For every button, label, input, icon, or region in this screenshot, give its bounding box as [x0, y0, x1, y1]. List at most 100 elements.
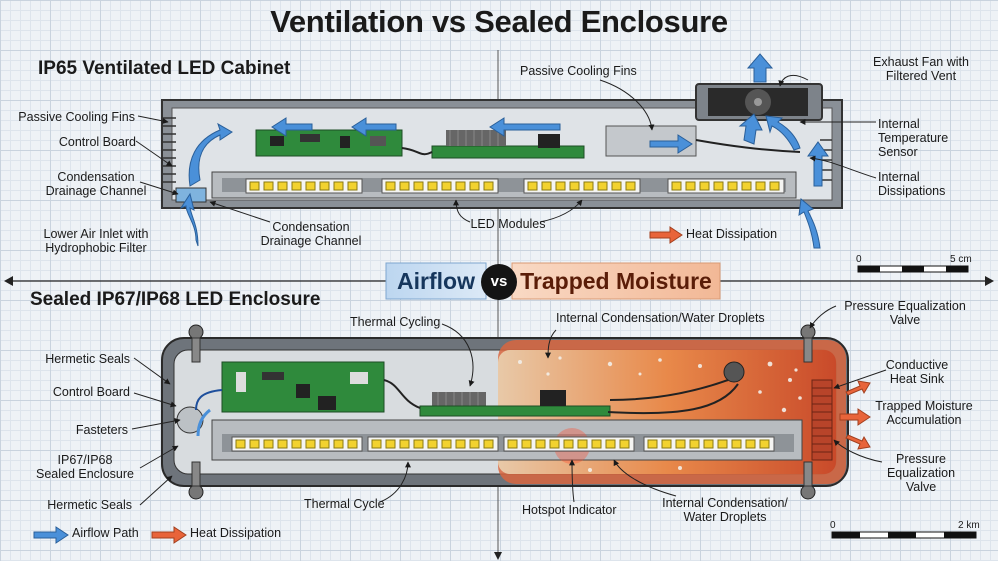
- label-pressure-valve-top: Pressure Equalization Valve: [844, 299, 966, 327]
- label-control-board-top: Control Board: [58, 135, 136, 149]
- led-chip: [611, 181, 622, 191]
- bottom-leader-lines: [131, 305, 887, 506]
- heat-dissipation-legend-arrow: [649, 226, 683, 244]
- label-lower-air-inlet: Lower Air Inlet with Hydrophobic Filter: [43, 227, 149, 255]
- led-chip: [685, 181, 696, 191]
- label-thermal-cycling: Thermal Cycling: [350, 315, 441, 329]
- led-chip: [535, 439, 546, 449]
- led-chip: [759, 439, 770, 449]
- airflow-pill: Airflow: [397, 268, 475, 294]
- led-chip: [591, 439, 602, 449]
- led-chip: [483, 439, 494, 449]
- led-chip: [319, 181, 330, 191]
- led-chip: [371, 439, 382, 449]
- label-conductive-heat-sink: Conductive Heat Sink: [885, 358, 949, 386]
- led-chip: [319, 439, 330, 449]
- led-chip: [647, 439, 658, 449]
- led-module: [245, 178, 363, 194]
- led-chip: [441, 439, 452, 449]
- led-chip: [541, 181, 552, 191]
- led-chip: [699, 181, 710, 191]
- label-passive-fins-left: Passive Cooling Fins: [18, 110, 135, 124]
- bottom-scale-end: 2 km: [958, 520, 980, 531]
- led-chip: [385, 181, 396, 191]
- led-chip: [347, 181, 358, 191]
- led-chip: [249, 181, 260, 191]
- led-chip: [741, 181, 752, 191]
- led-chip: [291, 181, 302, 191]
- led-chip: [305, 181, 316, 191]
- led-chip: [413, 181, 424, 191]
- led-chip: [291, 439, 302, 449]
- label-condensation-top: Internal Condensation/Water Droplets: [556, 311, 765, 325]
- bottom-heat-arrows: [839, 380, 871, 450]
- top-section-heading: IP65 Ventilated LED Cabinet: [38, 58, 291, 79]
- label-temperature-sensor: Internal Temperature Sensor: [878, 117, 949, 159]
- led-chip: [577, 439, 588, 449]
- legend-heat-dissipation: Heat Dissipation: [190, 526, 282, 540]
- led-chip: [427, 439, 438, 449]
- label-condensation-bottom-right: Internal Condensation/ Water Droplets: [662, 496, 788, 524]
- led-chip: [469, 181, 480, 191]
- led-chip: [731, 439, 742, 449]
- led-chip: [305, 439, 316, 449]
- led-chip: [263, 181, 274, 191]
- bottom-scale-start: 0: [830, 520, 836, 531]
- led-chip: [347, 439, 358, 449]
- led-chip: [671, 181, 682, 191]
- led-chip: [277, 181, 288, 191]
- led-chip: [619, 439, 630, 449]
- led-module: [523, 178, 641, 194]
- led-chip: [703, 439, 714, 449]
- top-airflow-arrows: [179, 53, 829, 249]
- led-chip: [427, 181, 438, 191]
- led-chip: [569, 181, 580, 191]
- label-exhaust-fan: Exhaust Fan with Filtered Vent: [873, 55, 969, 83]
- label-sealed-enclosure: IP67/IP68 Sealed Enclosure: [36, 453, 134, 481]
- led-chip: [333, 439, 344, 449]
- sealed-enclosure: [161, 324, 849, 500]
- label-fasteters: Fasteters: [75, 423, 128, 437]
- top-scale-start: 0: [856, 254, 862, 265]
- legend-airflow-path: Airflow Path: [72, 526, 139, 540]
- label-condensation-bottom: Condensation Drainage Channel: [260, 220, 362, 248]
- led-chip: [675, 439, 686, 449]
- led-chip: [713, 181, 724, 191]
- label-control-board-bottom: Control Board: [52, 385, 130, 399]
- led-chip: [563, 439, 574, 449]
- top-scale-bar: [857, 265, 969, 273]
- led-chip: [469, 439, 480, 449]
- label-internal-dissipations: Internal Dissipations: [878, 170, 946, 198]
- bottom-led-modules: [231, 436, 775, 452]
- label-condensation-left: Condensation Drainage Channel: [45, 170, 147, 198]
- label-passive-fins-top: Passive Cooling Fins: [520, 64, 637, 78]
- heat-legend-arrow: [151, 526, 187, 544]
- bottom-section-heading: Sealed IP67/IP68 LED Enclosure: [30, 289, 321, 310]
- led-chip: [625, 181, 636, 191]
- top-leader-lines: [135, 74, 877, 223]
- led-chip: [583, 181, 594, 191]
- led-chip: [745, 439, 756, 449]
- page-title: Ventilation vs Sealed Enclosure: [270, 4, 728, 39]
- top-scale-end: 5 cm: [950, 254, 972, 265]
- label-thermal-cycle: Thermal Cycle: [304, 497, 385, 511]
- led-chip: [413, 439, 424, 449]
- label-hotspot-indicator: Hotspot Indicator: [522, 503, 617, 517]
- led-chip: [769, 181, 780, 191]
- led-chip: [521, 439, 532, 449]
- led-chip: [249, 439, 260, 449]
- trapped-moisture-pill: Trapped Moisture: [520, 268, 712, 294]
- led-chip: [527, 181, 538, 191]
- led-chip: [277, 439, 288, 449]
- led-chip: [263, 439, 274, 449]
- led-module: [381, 178, 499, 194]
- label-pressure-valve-bottom: Pressure Equalization Valve: [886, 452, 956, 494]
- led-chip: [727, 181, 738, 191]
- center-pills: [385, 262, 721, 300]
- led-chip: [441, 181, 452, 191]
- led-chip: [385, 439, 396, 449]
- led-chip: [689, 439, 700, 449]
- led-chip: [455, 439, 466, 449]
- label-hermetic-seals-bottom: Hermetic Seals: [47, 498, 132, 512]
